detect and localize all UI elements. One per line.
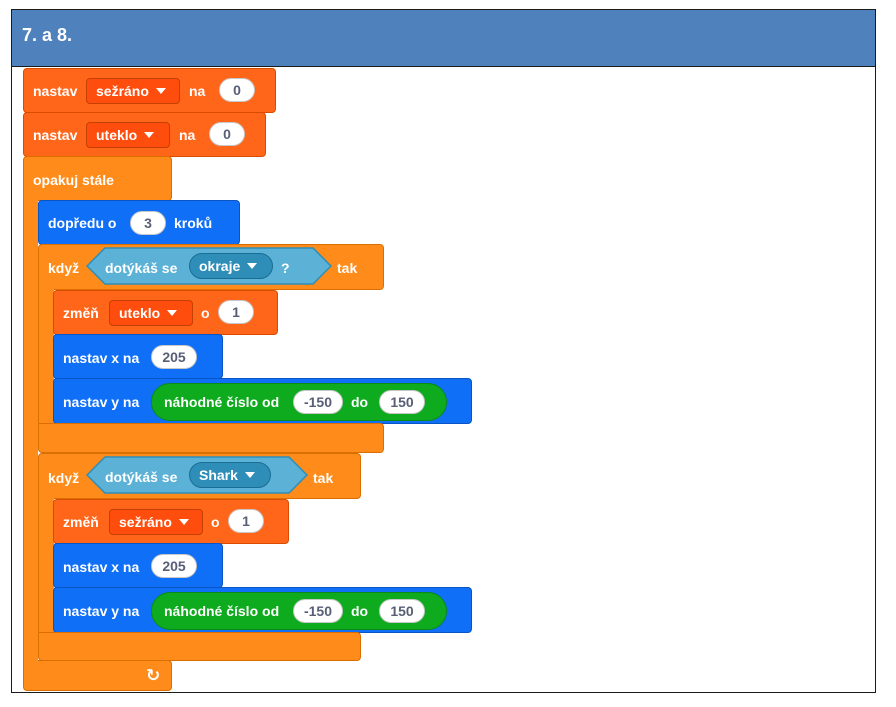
set-x-value-input-2[interactable]: 205 bbox=[151, 554, 197, 578]
random-to-value-1: 150 bbox=[390, 394, 414, 410]
random-number-reporter-1[interactable]: náhodné číslo od -150 do 150 bbox=[151, 383, 447, 421]
chevron-down-icon bbox=[247, 263, 258, 269]
chevron-down-icon bbox=[167, 310, 178, 316]
set-y-block-2[interactable]: nastav y na náhodné číslo od -150 do 150 bbox=[53, 587, 472, 633]
move-steps-input[interactable]: 3 bbox=[130, 211, 166, 235]
change-eaten-label: změň bbox=[63, 514, 99, 530]
forever-block[interactable]: opakuj stále bbox=[23, 156, 172, 201]
if2-label: když bbox=[48, 470, 80, 486]
random-from-input-2[interactable]: -150 bbox=[293, 599, 343, 623]
change-escaped-label: změň bbox=[63, 305, 99, 321]
if2-sensing-label: dotýkáš se bbox=[105, 469, 178, 485]
if2-arm bbox=[38, 495, 54, 635]
loop-arrow-icon: ↻ bbox=[146, 666, 161, 685]
move-label: dopředu o bbox=[48, 215, 117, 231]
change-escaped-by-label: o bbox=[201, 305, 210, 321]
if1-label: když bbox=[48, 260, 80, 276]
set-y-block-1[interactable]: nastav y na náhodné číslo od -150 do 150 bbox=[53, 378, 472, 424]
change-escaped-variable-dropdown[interactable]: uteklo bbox=[109, 300, 193, 326]
set-x-block-1[interactable]: nastav x na 205 bbox=[53, 334, 223, 379]
if2-then-label: tak bbox=[313, 470, 334, 486]
forever-label: opakuj stále bbox=[33, 172, 114, 188]
random-number-reporter-2[interactable]: náhodné číslo od -150 do 150 bbox=[151, 592, 447, 630]
eaten-variable-name: sežráno bbox=[96, 83, 149, 99]
set-x-block-2[interactable]: nastav x na 205 bbox=[53, 543, 223, 588]
change-escaped-variable-name: uteklo bbox=[119, 305, 161, 321]
if2-bottom bbox=[38, 632, 361, 661]
change-escaped-block[interactable]: změň uteklo o 1 bbox=[53, 290, 278, 335]
touching-object-shark: Shark bbox=[199, 467, 238, 483]
set-escaped-label: nastav bbox=[33, 127, 78, 143]
escaped-variable-dropdown[interactable]: uteklo bbox=[86, 122, 170, 148]
set-x-label-2: nastav x na bbox=[63, 559, 140, 575]
random-to-input-2[interactable]: 150 bbox=[379, 599, 425, 623]
random-label-1: náhodné číslo od bbox=[164, 394, 280, 410]
chevron-down-icon bbox=[144, 132, 155, 138]
touching-object-dropdown-edge[interactable]: okraje bbox=[189, 253, 273, 279]
exercise-frame: 7. a 8. nastav sežráno na 0 nastav utekl… bbox=[11, 9, 876, 693]
set-eaten-to-label: na bbox=[189, 83, 206, 99]
random-to-label-2: do bbox=[351, 603, 369, 619]
random-from-value-1: -150 bbox=[303, 394, 333, 410]
change-eaten-variable-name: sežráno bbox=[119, 514, 172, 530]
if1-then-label: tak bbox=[337, 260, 358, 276]
forever-arm-lower bbox=[23, 650, 38, 664]
chevron-down-icon bbox=[178, 519, 189, 525]
set-eaten-value: 0 bbox=[233, 82, 241, 98]
touching-object-edge: okraje bbox=[199, 258, 241, 274]
random-label-2: náhodné číslo od bbox=[164, 603, 280, 619]
change-eaten-value-input[interactable]: 1 bbox=[228, 509, 264, 533]
random-to-value-2: 150 bbox=[390, 603, 414, 619]
set-escaped-value: 0 bbox=[223, 126, 231, 142]
change-eaten-value: 1 bbox=[242, 513, 250, 529]
random-from-input-1[interactable]: -150 bbox=[293, 390, 343, 414]
change-eaten-by-label: o bbox=[211, 514, 220, 530]
move-block[interactable]: dopředu o 3 kroků bbox=[38, 200, 240, 245]
random-to-input-1[interactable]: 150 bbox=[379, 390, 425, 414]
chevron-down-icon bbox=[155, 88, 166, 94]
set-x-value-1: 205 bbox=[162, 349, 186, 365]
forever-bottom[interactable]: ↻ bbox=[23, 660, 172, 691]
random-from-value-2: -150 bbox=[303, 603, 333, 619]
set-x-label-1: nastav x na bbox=[63, 350, 140, 366]
if1-sensing-label: dotýkáš se bbox=[105, 260, 178, 276]
section-title: 7. a 8. bbox=[22, 25, 73, 45]
change-eaten-block[interactable]: změň sežráno o 1 bbox=[53, 499, 289, 544]
change-escaped-value-input[interactable]: 1 bbox=[218, 300, 254, 324]
change-escaped-value: 1 bbox=[232, 304, 240, 320]
set-escaped-value-input[interactable]: 0 bbox=[209, 122, 245, 146]
script-area: nastav sežráno na 0 nastav uteklo na 0 o… bbox=[12, 10, 875, 692]
random-to-label-1: do bbox=[351, 394, 369, 410]
set-y-label-2: nastav y na bbox=[63, 603, 140, 619]
if1-bottom bbox=[38, 423, 384, 453]
set-eaten-block[interactable]: nastav sežráno na 0 bbox=[23, 68, 276, 113]
set-x-value-2: 205 bbox=[162, 558, 186, 574]
set-escaped-block[interactable]: nastav uteklo na 0 bbox=[23, 112, 266, 157]
if1-arm bbox=[38, 286, 54, 426]
chevron-down-icon bbox=[244, 472, 255, 478]
set-y-label-1: nastav y na bbox=[63, 394, 140, 410]
escaped-variable-name: uteklo bbox=[96, 127, 138, 143]
set-eaten-label: nastav bbox=[33, 83, 78, 99]
move-steps-value: 3 bbox=[144, 215, 152, 231]
change-eaten-variable-dropdown[interactable]: sežráno bbox=[109, 509, 203, 535]
if1-question-mark: ? bbox=[281, 260, 290, 276]
set-escaped-to-label: na bbox=[179, 127, 196, 143]
set-eaten-value-input[interactable]: 0 bbox=[219, 78, 255, 102]
section-header: 7. a 8. bbox=[12, 10, 875, 67]
set-x-value-input-1[interactable]: 205 bbox=[151, 345, 197, 369]
move-unit-label: kroků bbox=[174, 215, 213, 231]
forever-arm bbox=[23, 198, 38, 653]
eaten-variable-dropdown[interactable]: sežráno bbox=[86, 78, 180, 104]
touching-object-dropdown-shark[interactable]: Shark bbox=[189, 462, 271, 488]
